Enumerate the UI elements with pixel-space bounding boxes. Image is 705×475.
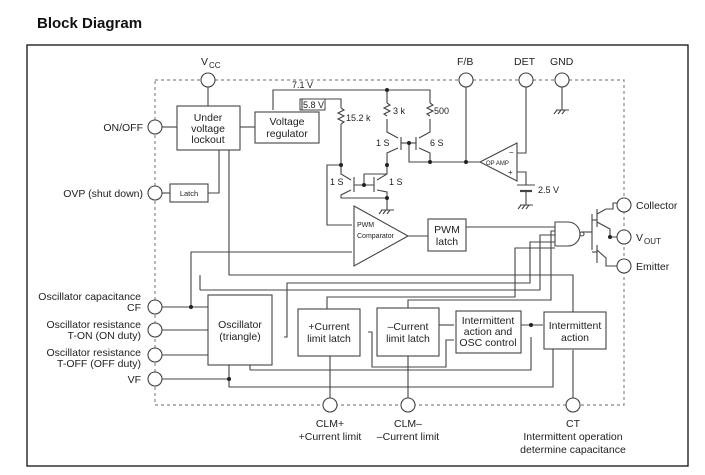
clm-minus-label-2: –Current limit — [377, 431, 440, 443]
vf-label: VF — [128, 374, 141, 386]
page-title: Block Diagram — [37, 15, 143, 32]
block-intermittent-osc-control: Intermittent action and OSC control — [455, 310, 522, 354]
pwm-latch-text-1: PWM — [434, 224, 460, 236]
block-plus-current-limit-latch: +Current limit latch — [297, 308, 361, 357]
gnd-label: GND — [550, 56, 574, 68]
block-uvlo: Under voltage lockout — [176, 105, 241, 151]
nand-gate — [554, 221, 585, 247]
osc-text-2: (triangle) — [219, 331, 260, 343]
clm-plus-label-2: +Current limit — [299, 431, 362, 443]
pin-collector: Collector — [616, 197, 678, 213]
q-1s-left-label: 1 S — [330, 177, 344, 187]
rail-7-1v-label: 7.1 V — [292, 80, 313, 90]
minus-clm-text-1: –Current — [388, 321, 429, 333]
int-osc-text-1: Intermittent — [462, 315, 515, 327]
junctions — [189, 88, 612, 381]
reference-2-5v: 2.5 V — [517, 184, 559, 195]
pin-t-on: Oscillator resistance T-ON (ON duty) — [46, 319, 163, 342]
emitter-label: Emitter — [636, 261, 670, 273]
op-amp-text: OP AMP — [486, 161, 509, 167]
ground-symbols — [378, 109, 569, 215]
block-oscillator: Oscillator (triangle) — [207, 294, 273, 366]
pin-clm-minus: CLM– –Current limit — [377, 397, 440, 443]
vreg-text-1: Voltage — [269, 116, 304, 128]
vreg-text-2: regulator — [266, 128, 308, 140]
pwm-comp-text-2: Comparator — [357, 233, 395, 240]
pwm-comp-text-1: PWM — [357, 222, 374, 229]
block-minus-current-limit-latch: –Current limit latch — [376, 307, 440, 357]
toff-label-2: T-OFF (OFF duty) — [57, 358, 141, 370]
fb-label: F/B — [457, 56, 473, 68]
clm-minus-label-1: CLM– — [394, 418, 422, 430]
pin-on-off: ON/OFF — [103, 119, 163, 135]
r-15-2k-label: 15.2 k — [346, 113, 371, 123]
pin-emitter: Emitter — [616, 258, 670, 274]
rail-5-8v-box — [299, 98, 326, 111]
block-latch: Latch — [169, 183, 209, 203]
block-voltage-regulator: Voltage regulator — [254, 111, 320, 144]
r-3k-label: 3 k — [393, 106, 406, 116]
pin-ct: CT Intermittent operation determine capa… — [520, 397, 626, 456]
block-op-amp: OP AMP − + — [478, 142, 518, 182]
ovp-label: OVP (shut down) — [63, 188, 143, 200]
pwm-latch-text-2: latch — [436, 236, 458, 248]
plus-clm-text-2: limit latch — [307, 333, 351, 345]
pin-fb: F/B — [457, 56, 474, 88]
pin-clm-plus: CLM+ +Current limit — [299, 397, 362, 443]
uvlo-text-2: voltage — [191, 123, 225, 135]
toff-label-1: Oscillator resistance — [46, 347, 141, 359]
pin-ovp: OVP (shut down) — [63, 185, 163, 201]
int-action-text-1: Intermittent — [549, 320, 602, 332]
ref-voltage-label: 2.5 V — [538, 185, 559, 195]
vcc-sub: CC — [209, 61, 221, 70]
pin-vcc: V CC — [200, 56, 221, 88]
q-6s-label: 6 S — [430, 138, 444, 148]
op-amp-plus: + — [508, 168, 513, 177]
minus-clm-text-2: limit latch — [386, 333, 430, 345]
vcc-label: V — [201, 56, 208, 68]
ton-label-1: Oscillator resistance — [46, 319, 141, 331]
int-osc-text-2: action and — [464, 326, 513, 338]
pin-cf: Oscillator capacitance CF — [38, 291, 163, 315]
ct-label-3: determine capacitance — [520, 444, 626, 456]
ct-label-1: CT — [566, 418, 581, 430]
osc-text-1: Oscillator — [218, 319, 262, 331]
collector-label: Collector — [636, 200, 678, 212]
diagram-frame — [26, 44, 689, 467]
ct-label-2: Intermittent operation — [523, 431, 622, 443]
uvlo-text-3: lockout — [191, 134, 224, 146]
pin-gnd: GND — [550, 56, 574, 88]
rail-5-8v-label: 5.8 V — [303, 100, 324, 110]
latch-text: Latch — [180, 189, 198, 198]
block-pwm-comparator: PWM Comparator — [353, 205, 410, 267]
op-amp-minus: − — [509, 148, 514, 157]
vout-label: V — [636, 232, 643, 244]
resistors: 15.2 k 3 k 500 — [336, 102, 449, 125]
int-action-text-2: action — [561, 332, 589, 344]
pin-vf: VF — [128, 371, 163, 387]
clm-plus-label-1: CLM+ — [316, 418, 344, 430]
plus-clm-text-1: +Current — [308, 321, 349, 333]
q-1s-label: 1 S — [376, 138, 390, 148]
pin-t-off: Oscillator resistance T-OFF (OFF duty) — [46, 347, 163, 370]
on-off-label: ON/OFF — [103, 122, 143, 134]
pin-vout: V OUT — [616, 229, 661, 246]
ton-label-2: T-ON (ON duty) — [67, 330, 141, 342]
block-pwm-latch: PWM latch — [427, 218, 467, 252]
cf-label-2: CF — [127, 302, 141, 314]
int-osc-text-3: OSC control — [459, 337, 516, 349]
r-500-label: 500 — [434, 106, 449, 116]
det-label: DET — [514, 56, 536, 68]
uvlo-text-1: Under — [194, 112, 223, 124]
block-intermittent-action: Intermittent action — [543, 311, 607, 350]
vout-sub: OUT — [644, 237, 661, 246]
q-1s-right-label: 1 S — [389, 177, 403, 187]
cf-label-1: Oscillator capacitance — [38, 291, 141, 303]
pin-det: DET — [514, 56, 536, 88]
